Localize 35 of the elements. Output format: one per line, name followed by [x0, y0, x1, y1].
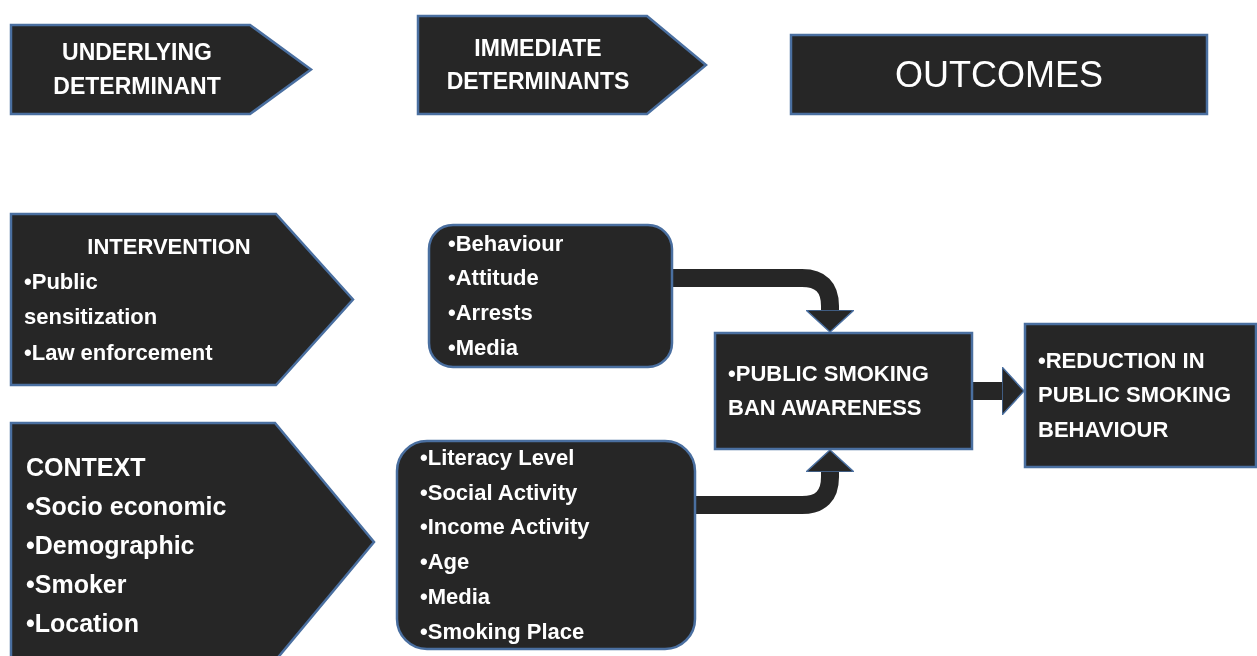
box-text: •Social Activity: [420, 478, 579, 507]
block-arrow: [973, 366, 1025, 416]
box-text: •Demographic: [26, 530, 196, 561]
box-text: •Public sensitization: [24, 268, 159, 332]
chevron-box: [10, 213, 354, 386]
chevron-box: [10, 24, 312, 115]
box-text: UNDERLYING DETERMINANT: [52, 38, 222, 101]
box-text: OUTCOMES: [894, 52, 1104, 97]
box-text: •Smoker: [26, 569, 128, 600]
box-text: •Media: [448, 333, 520, 362]
box-text: •Smoking Place: [420, 617, 586, 646]
box-text: •Literacy Level: [420, 443, 576, 472]
chevron-box: [417, 15, 707, 115]
box-text: •Media: [420, 582, 492, 611]
box-text: •Socio economic: [26, 491, 228, 522]
box-text: •Behaviour: [448, 229, 565, 258]
box-text: IMMEDIATE DETERMINANTS: [445, 33, 631, 96]
rect-box: [714, 332, 973, 450]
box-text: •Income Activity: [420, 513, 591, 542]
box-text: •Attitude: [448, 264, 540, 293]
box-text: •PUBLIC SMOKING BAN AWARENESS: [728, 359, 930, 422]
chevron-box: [10, 422, 375, 656]
box-text: •Arrests: [448, 299, 534, 327]
box-text: •REDUCTION IN PUBLIC SMOKING BEHAVIOUR: [1038, 347, 1233, 444]
box-text: •Age: [420, 548, 471, 576]
rounded-box: [428, 224, 673, 368]
box-text: •Law enforcement: [24, 338, 214, 367]
block-arrow: [673, 269, 855, 333]
rect-box: [790, 34, 1208, 115]
rounded-box: [396, 440, 696, 650]
block-arrow: [696, 449, 855, 514]
box-heading: INTERVENTION: [87, 233, 251, 261]
box-text: •Location: [26, 608, 140, 639]
rect-box: [1024, 323, 1257, 468]
box-heading: CONTEXT: [26, 452, 147, 483]
